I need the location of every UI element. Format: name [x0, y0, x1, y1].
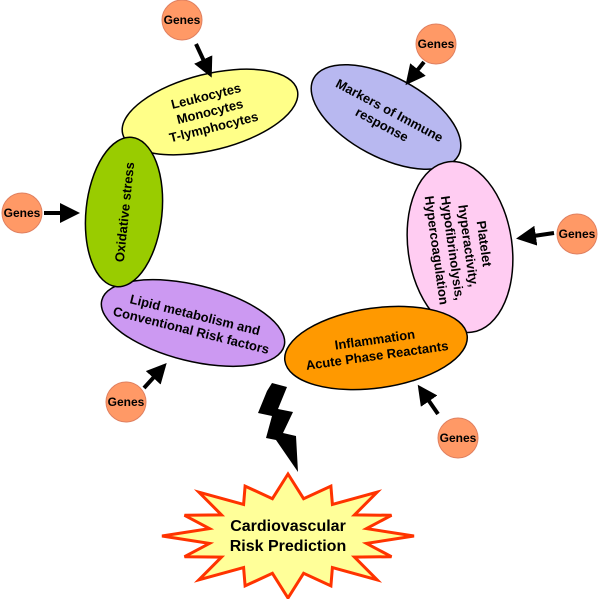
oval-oxidative-stress-shape [84, 136, 164, 288]
risk-prediction-line-1: Cardiovascular [230, 518, 346, 535]
oval-lipid-metabolism-shape [100, 278, 286, 368]
genes-node-5-circle [105, 381, 147, 423]
genes-node-4-label: Genes [559, 227, 596, 241]
oval-inflammation: Inflammation Acute Phase Reactants [283, 305, 469, 391]
gene-arrow-5 [142, 363, 167, 390]
gene-arrow-2 [405, 60, 426, 86]
genes-node-6: Genes [437, 417, 479, 459]
genes-node-5-label: Genes [108, 395, 145, 409]
lightning-bolt-icon [258, 383, 298, 472]
gene-arrow-4 [516, 225, 555, 246]
risk-prediction-line-2: Risk Prediction [230, 538, 346, 555]
oval-oxidative-stress: Oxidative stress [84, 136, 164, 288]
genes-node-1-circle [161, 0, 203, 41]
genes-node-1-label: Genes [164, 13, 201, 27]
gene-arrow-1 [194, 43, 213, 78]
oval-platelet-shape [406, 160, 514, 334]
oval-platelet: Platelet hyperactivity, Hypofibrinolysis… [406, 160, 514, 334]
genes-node-6-label: Genes [440, 431, 477, 445]
oval-immune-response-shape [310, 64, 462, 170]
genes-node-5: Genes [105, 381, 147, 423]
genes-node-2: Genes [415, 23, 457, 65]
risk-prediction-burst-shape [161, 471, 415, 599]
genes-node-3: Genes [1, 192, 43, 234]
genes-node-2-circle [415, 23, 457, 65]
oval-inflammation-shape [283, 305, 469, 391]
genes-node-4: Genes [556, 213, 598, 255]
genes-node-3-circle [1, 192, 43, 234]
oval-leukocytes: Leukocytes Monocytes T-lymphocytes [121, 68, 299, 156]
genes-node-3-label: Genes [4, 206, 41, 220]
risk-prediction-burst: Cardiovascular Risk Prediction [161, 471, 415, 599]
genes-node-4-circle [556, 213, 598, 255]
genes-node-2-label: Genes [418, 37, 455, 51]
genes-node-1: Genes [161, 0, 203, 41]
genes-node-6-circle [437, 417, 479, 459]
gene-arrow-6 [417, 384, 440, 416]
oval-lipid-metabolism: Lipid metabolism and Conventional Risk f… [100, 278, 286, 368]
oval-platelet-line-1: Platelet [474, 220, 495, 269]
